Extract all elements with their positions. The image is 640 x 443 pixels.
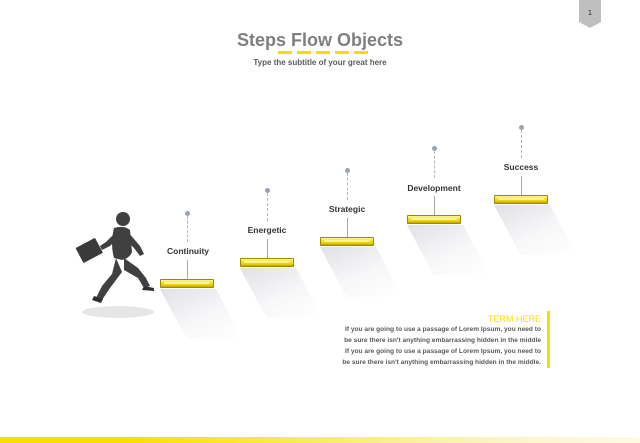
term-text-line: If you are going to use a passage of Lor…: [300, 326, 541, 333]
step-shadow: [240, 268, 323, 318]
step-label-success: Success: [476, 162, 566, 172]
step-dash-line: [347, 173, 348, 200]
step-bar-energetic: [240, 258, 294, 267]
footer-gradient-bar: [0, 437, 640, 443]
step-bar-continuity: [160, 279, 214, 288]
step-bar-strategic: [320, 237, 374, 246]
step-shadow: [407, 225, 490, 275]
step-label-development: Development: [389, 183, 479, 193]
term-text-line: be sure there isn't anything embarrassin…: [300, 359, 541, 366]
step-stem: [521, 176, 522, 195]
term-title: TERM HERE: [330, 314, 541, 324]
step-stem: [267, 239, 268, 258]
slide-subtitle: Type the subtitle of your great here: [0, 58, 640, 67]
step-dash-line: [187, 216, 188, 242]
step-label-energetic: Energetic: [222, 225, 312, 235]
step-shadow: [160, 289, 243, 339]
step-label-strategic: Strategic: [302, 204, 392, 214]
step-stem: [187, 260, 188, 279]
step-bar-success: [494, 195, 548, 204]
title-underline-dashes: [278, 51, 368, 55]
page-number-badge: 1: [579, 0, 601, 28]
step-shadow: [494, 205, 577, 255]
term-text-line: be sure there isn't anything embarrassin…: [300, 337, 541, 344]
step-shadow: [320, 247, 403, 297]
step-stem: [347, 218, 348, 237]
businessman-running-icon: [70, 208, 160, 328]
step-dash-line: [267, 193, 268, 221]
term-text-line: If you are going to use a passage of Lor…: [300, 348, 541, 355]
step-dash-line: [521, 130, 522, 158]
step-dash-line: [434, 151, 435, 178]
slide-title: Steps Flow Objects: [0, 30, 640, 51]
step-stem: [434, 196, 435, 215]
step-bar-development: [407, 215, 461, 224]
page-number: 1: [579, 9, 601, 17]
term-accent-bar: [547, 311, 550, 368]
